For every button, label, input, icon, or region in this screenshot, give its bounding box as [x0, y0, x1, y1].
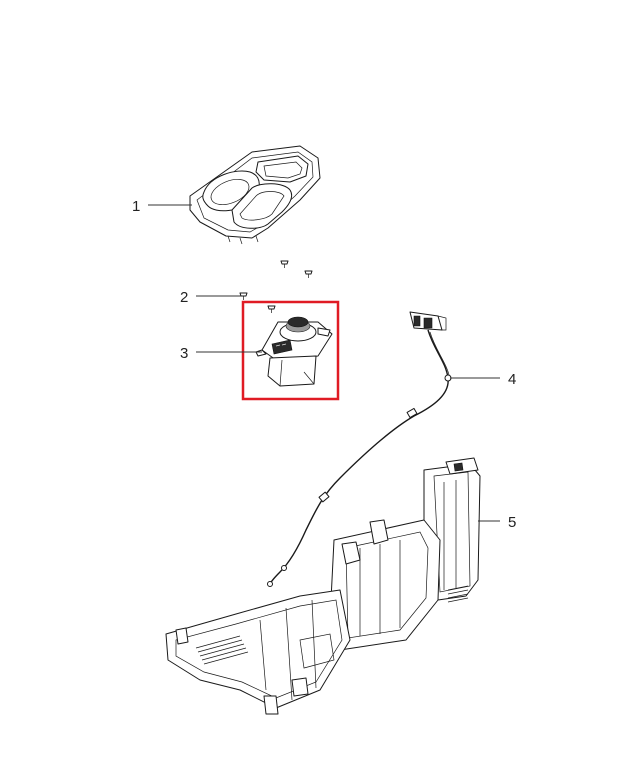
screw-icon: [267, 305, 276, 313]
callout-4[interactable]: 4: [508, 371, 516, 388]
part-3-shifter-module[interactable]: [255, 316, 333, 387]
highlight-box: [241, 300, 340, 401]
part-2-screws[interactable]: [239, 260, 313, 313]
part-4-shift-cable[interactable]: [267, 311, 452, 587]
part-1-bezel[interactable]: [189, 145, 321, 245]
screw-icon: [239, 292, 248, 300]
callout-3[interactable]: 3: [180, 345, 188, 362]
screw-icon: [304, 270, 313, 278]
part-5-console-bracket[interactable]: [165, 457, 481, 715]
callout-2[interactable]: 2: [180, 289, 188, 306]
callout-1[interactable]: 1: [132, 198, 140, 215]
screw-icon: [280, 260, 289, 268]
callout-5[interactable]: 5: [508, 514, 516, 531]
